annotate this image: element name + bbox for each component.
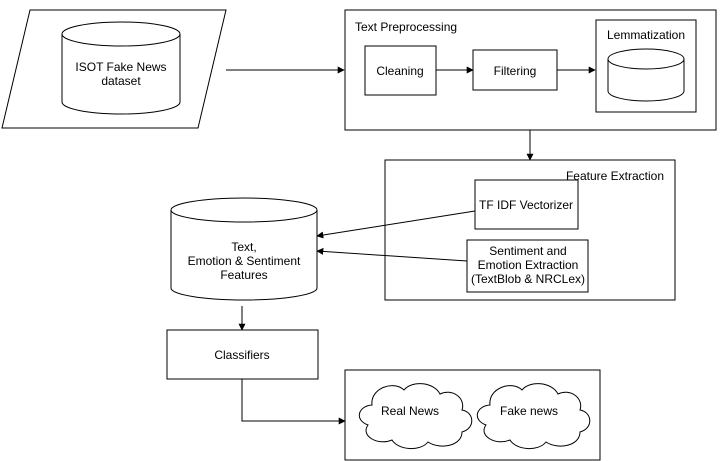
features-db-label-line2: Emotion & Sentiment — [188, 254, 301, 268]
cleaning-label: Cleaning — [376, 64, 423, 78]
features-db-cylinder-icon — [170, 197, 318, 301]
feature-extraction-title: Feature Extraction — [566, 169, 664, 183]
outputs-group: Real News Fake news — [344, 369, 601, 461]
tfidf-box — [474, 179, 579, 230]
filtering-label: Filtering — [494, 64, 537, 78]
tfidf-label: TF IDF Vectorizer — [479, 198, 573, 212]
lemmatization-label: Lemmatization — [607, 28, 685, 42]
classifiers-label: Classifiers — [214, 348, 269, 362]
dataset-label-line2: dataset — [101, 74, 141, 88]
sentiment-box — [466, 239, 589, 293]
preprocessing-group: Text Preprocessing Cleaning Filtering Le… — [344, 9, 717, 131]
arrow-sentiment-to-features — [316, 247, 468, 262]
cleaning-box — [364, 45, 437, 96]
filtering-box — [472, 49, 558, 91]
features-db-label-line3: Features — [220, 268, 267, 282]
dataset-cylinder-icon — [61, 21, 181, 115]
preprocessing-title: Text Preprocessing — [355, 20, 457, 34]
sentiment-label-line2: Emotion Extraction — [478, 258, 579, 272]
sentiment-label-line1: Sentiment and — [489, 244, 566, 258]
features-db-node: Text, Emotion & Sentiment Features — [170, 197, 318, 301]
classifiers-box — [166, 329, 319, 380]
fake-news-cloud-icon — [476, 383, 591, 449]
arrow-classifiers-to-outputs — [241, 379, 346, 425]
dataset-label-line1: ISOT Fake News — [75, 60, 166, 74]
real-news-label: Real News — [381, 404, 439, 418]
sentiment-label-line3: (TextBlob & NRCLex) — [471, 272, 585, 286]
fake-news-label: Fake news — [500, 404, 558, 418]
arrow-tfidf-to-features — [316, 210, 476, 239]
dataset-node: ISOT Fake News dataset — [1, 9, 227, 129]
real-news-cloud-icon — [358, 383, 473, 449]
features-db-label-line1: Text, — [231, 240, 256, 254]
lemmatization-cylinder-icon — [607, 48, 685, 102]
feature-extraction-group: Feature Extraction TF IDF Vectorizer Sen… — [384, 159, 676, 301]
